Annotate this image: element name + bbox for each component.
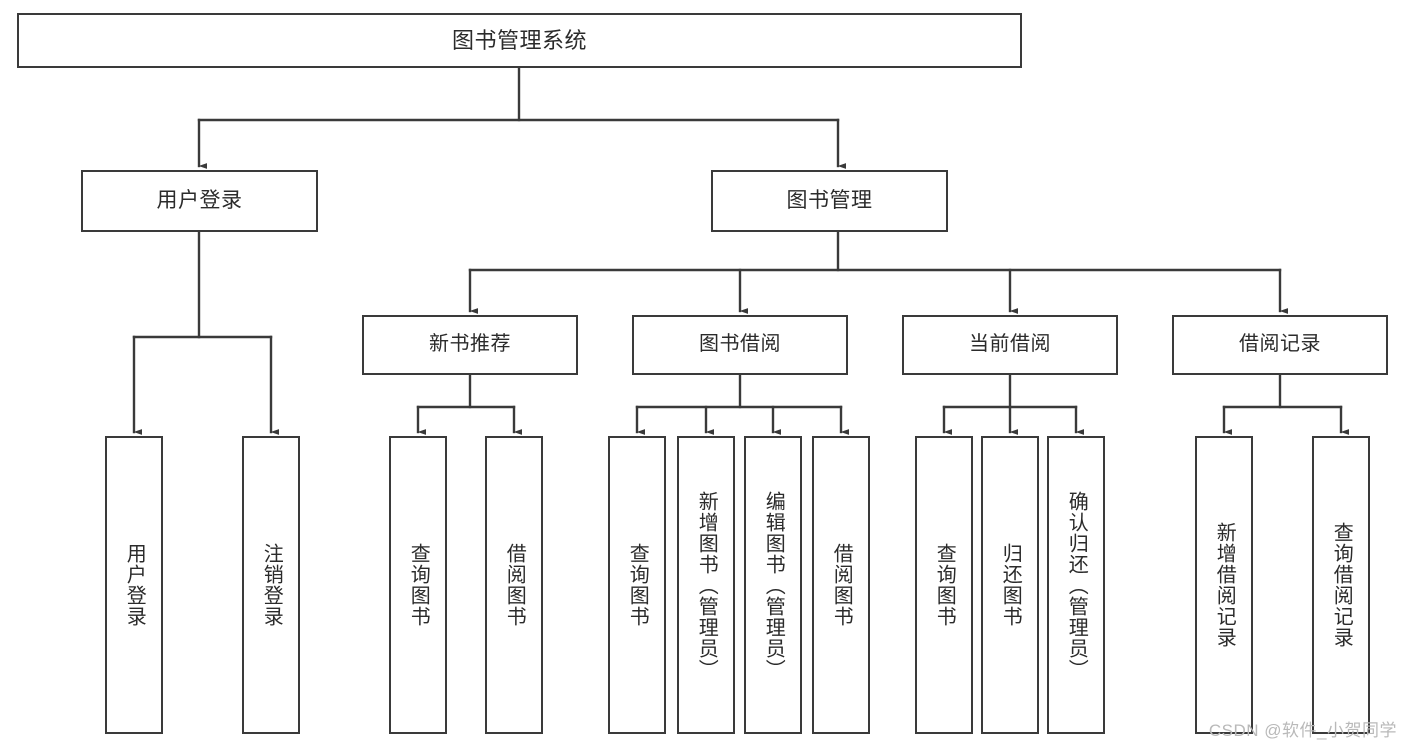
node-label: 图书管理 (786, 188, 873, 212)
node-label: 新增图书（管理员） (695, 490, 718, 680)
node-label: 编辑图书（管理员） (762, 490, 785, 680)
leaf-book-borrow-query-book[interactable]: 查询图书 (608, 436, 666, 734)
node-label: 用户登录 (123, 543, 146, 627)
node-label: 注销登录 (260, 543, 283, 627)
node-borrow-record[interactable]: 借阅记录 (1172, 315, 1388, 375)
node-label: 当前借阅 (969, 333, 1051, 356)
node-label: 图书借阅 (699, 333, 781, 356)
leaf-book-borrow-borrow-book[interactable]: 借阅图书 (812, 436, 870, 734)
node-current-borrow[interactable]: 当前借阅 (902, 315, 1118, 375)
leaf-borrow-record-query-record[interactable]: 查询借阅记录 (1312, 436, 1370, 734)
leaf-current-borrow-return-book[interactable]: 归还图书 (981, 436, 1039, 734)
node-label: 借阅图书 (830, 543, 853, 627)
node-label: 归还图书 (999, 543, 1022, 627)
node-label: 查询图书 (933, 543, 956, 627)
node-book-management[interactable]: 图书管理 (711, 170, 948, 232)
leaf-book-borrow-add-book[interactable]: 新增图书（管理员） (677, 436, 735, 734)
node-label: 借阅记录 (1239, 333, 1321, 356)
node-label: 借阅图书 (503, 543, 526, 627)
leaf-user-login-login[interactable]: 用户登录 (105, 436, 163, 734)
node-label: 查询借阅记录 (1330, 522, 1353, 648)
node-new-book-recommend[interactable]: 新书推荐 (362, 315, 578, 375)
node-label: 查询图书 (407, 543, 430, 627)
leaf-current-borrow-confirm-return[interactable]: 确认归还（管理员） (1047, 436, 1105, 734)
leaf-user-login-logout[interactable]: 注销登录 (242, 436, 300, 734)
leaf-book-borrow-edit-book[interactable]: 编辑图书（管理员） (744, 436, 802, 734)
leaf-new-book-borrow-book[interactable]: 借阅图书 (485, 436, 543, 734)
node-root-book-management-system[interactable]: 图书管理系统 (17, 13, 1022, 68)
watermark-text: CSDN @软件_小贺同学 (1208, 721, 1397, 740)
node-label: 确认归还（管理员） (1065, 490, 1088, 680)
node-label: 用户登录 (156, 188, 243, 212)
node-book-borrow[interactable]: 图书借阅 (632, 315, 848, 375)
leaf-new-book-query-book[interactable]: 查询图书 (389, 436, 447, 734)
node-user-login[interactable]: 用户登录 (81, 170, 318, 232)
leaf-borrow-record-add-record[interactable]: 新增借阅记录 (1195, 436, 1253, 734)
node-label: 新增借阅记录 (1213, 522, 1236, 648)
leaf-current-borrow-query-book[interactable]: 查询图书 (915, 436, 973, 734)
node-label: 图书管理系统 (451, 27, 587, 53)
node-label: 新书推荐 (429, 333, 511, 356)
node-label: 查询图书 (626, 543, 649, 627)
